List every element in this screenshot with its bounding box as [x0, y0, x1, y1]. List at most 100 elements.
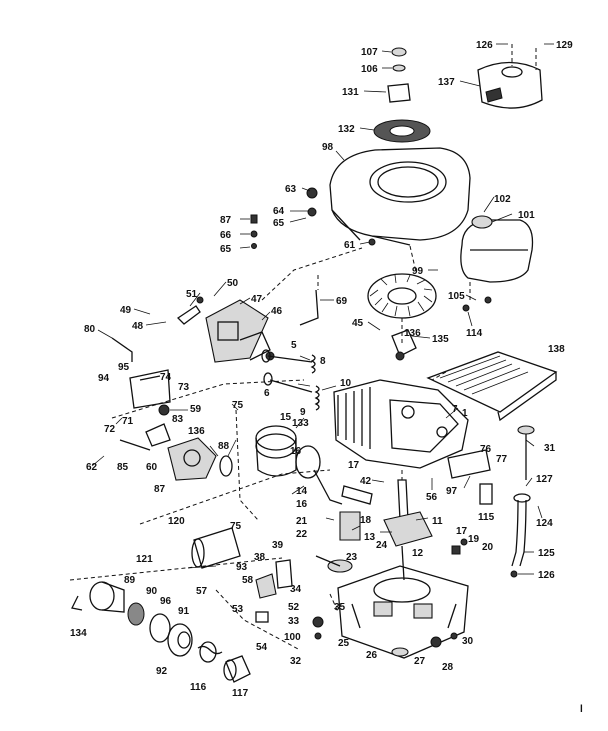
part-116-spring	[197, 641, 223, 663]
part-69-brake-rod	[299, 275, 319, 326]
part-117-cylinder	[223, 655, 251, 683]
label-116: 116	[190, 682, 207, 693]
part-91-pulley	[149, 613, 171, 643]
part-18-camshaft	[339, 485, 373, 541]
label-8: 8	[320, 356, 326, 367]
label-85: 85	[117, 462, 129, 473]
part-47-carburetor	[205, 299, 275, 363]
label-136-top: 136	[404, 328, 421, 339]
label-47: 47	[251, 294, 263, 305]
label-89: 89	[124, 575, 136, 586]
label-72: 72	[104, 424, 116, 435]
label-94: 94	[98, 373, 110, 384]
label-20: 20	[482, 542, 494, 553]
label-33: 33	[288, 616, 300, 627]
label-90: 90	[146, 586, 158, 597]
label-42: 42	[360, 476, 372, 487]
label-28: 28	[442, 662, 454, 673]
label-32: 32	[290, 656, 302, 667]
label-17-lower: 17	[456, 526, 468, 537]
label-96: 96	[160, 596, 172, 607]
part-107-cap	[391, 47, 407, 72]
label-15: 15	[280, 412, 292, 423]
label-14: 14	[296, 486, 308, 497]
label-65-lower: 65	[220, 244, 232, 255]
label-80: 80	[84, 324, 96, 335]
label-91: 91	[178, 606, 190, 617]
label-39: 39	[272, 540, 284, 551]
label-88: 88	[218, 441, 230, 452]
label-58: 58	[242, 575, 254, 586]
label-50: 50	[227, 278, 239, 289]
label-64: 64	[273, 206, 285, 217]
label-46: 46	[271, 306, 283, 317]
label-98: 98	[322, 142, 334, 153]
part-51-needle	[176, 296, 204, 325]
label-138: 138	[548, 344, 565, 355]
label-101: 101	[518, 210, 535, 221]
label-38: 38	[254, 552, 266, 563]
label-121: 121	[136, 554, 153, 565]
label-125: 125	[538, 548, 555, 559]
label-87-lower: 87	[154, 484, 166, 495]
part-135-flywheel	[367, 273, 437, 345]
part-101-air-cleaner	[460, 215, 534, 312]
label-31: 31	[544, 443, 556, 454]
part-14-connecting-rod	[295, 445, 343, 505]
label-54: 54	[256, 642, 268, 653]
label-21: 21	[296, 516, 308, 527]
label-66: 66	[220, 230, 232, 241]
label-71: 71	[122, 416, 134, 427]
engine-block	[333, 329, 469, 469]
part-96-spring	[127, 602, 145, 626]
label-100: 100	[284, 632, 301, 643]
part-120-rewind	[191, 527, 241, 569]
part-132-screen	[373, 119, 431, 143]
label-127: 127	[536, 474, 553, 485]
label-77: 77	[496, 454, 508, 465]
label-23: 23	[346, 552, 358, 563]
label-124: 124	[536, 518, 553, 529]
label-62: 62	[86, 462, 98, 473]
part-80-link	[111, 337, 133, 362]
label-7: 7	[452, 404, 458, 415]
label-5: 5	[291, 340, 297, 351]
part-134-clip	[71, 595, 83, 611]
part-83-throttle	[119, 404, 171, 451]
label-48: 48	[132, 321, 144, 332]
label-1: 1	[462, 408, 468, 419]
label-35: 35	[334, 602, 346, 613]
label-60: 60	[146, 462, 158, 473]
part-98-blower-housing	[306, 147, 471, 246]
part-138-decal	[426, 351, 558, 422]
label-52: 52	[288, 602, 300, 613]
label-59: 59	[190, 404, 202, 415]
part-89-cup	[89, 581, 125, 613]
valves	[261, 349, 320, 411]
label-10: 10	[340, 378, 352, 389]
label-18: 18	[360, 515, 372, 526]
label-19: 19	[468, 534, 480, 545]
label-117: 117	[232, 688, 249, 699]
label-13: 13	[364, 532, 376, 543]
part-11-crankshaft	[383, 470, 433, 581]
label-61: 61	[344, 240, 356, 251]
right-brackets	[447, 449, 493, 505]
label-133: 133	[292, 418, 309, 429]
part-23-gear	[315, 555, 353, 573]
label-115: 115	[478, 512, 495, 523]
label-24: 24	[376, 540, 388, 551]
corner-mark: l	[580, 704, 583, 715]
part-137-fuel-tank-top	[477, 44, 543, 109]
part-92-gear	[167, 623, 193, 657]
label-6: 6	[264, 388, 270, 399]
label-92: 92	[156, 666, 168, 677]
label-97: 97	[446, 486, 458, 497]
part-136-carb-body	[167, 437, 233, 481]
label-69: 69	[336, 296, 348, 307]
label-134: 134	[70, 628, 87, 639]
part-131-bracket	[387, 83, 411, 103]
label-95: 95	[118, 362, 130, 373]
part-25-sump-base	[337, 565, 469, 659]
